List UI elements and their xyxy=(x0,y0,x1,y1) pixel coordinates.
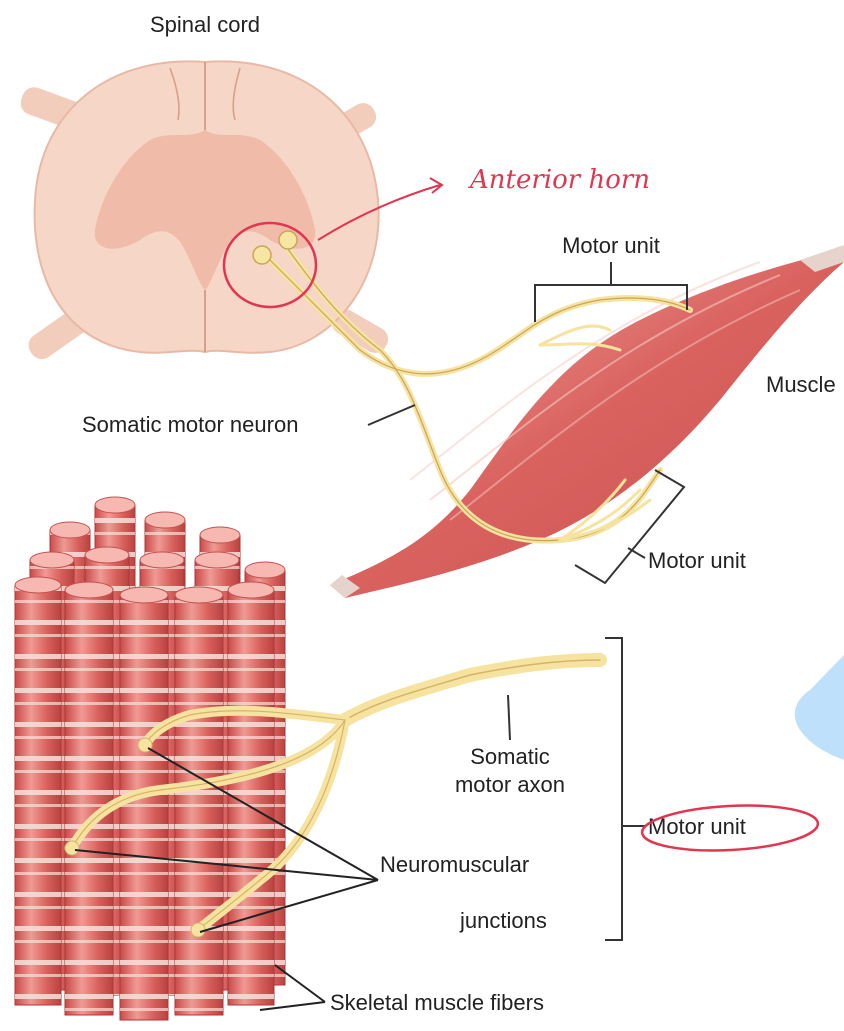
somatic-motor-axon-label-line1: Somatic xyxy=(470,744,549,769)
spinal-cord xyxy=(17,61,392,363)
muscle-fiber-end xyxy=(145,512,185,528)
muscle-fiber-striations xyxy=(120,595,168,1020)
neuromuscular-label-line2: junctions xyxy=(459,908,547,933)
muscle-fiber-end xyxy=(140,552,184,568)
somatic-motor-axon-label-line2: motor axon xyxy=(455,772,565,797)
motor-unit-bracket-right xyxy=(605,638,645,940)
motor-unit-top-label: Motor unit xyxy=(562,233,660,258)
muscle-fiber-end xyxy=(85,547,129,563)
blue-shape xyxy=(795,655,844,760)
muscle-fiber-striations xyxy=(175,595,223,1015)
muscle-fiber-end xyxy=(30,552,74,568)
muscle-fiber-end xyxy=(15,577,61,593)
muscle-fiber-end xyxy=(245,562,285,578)
skeletal-fibers-label: Skeletal muscle fibers xyxy=(330,990,544,1015)
muscle-fiber-striations xyxy=(15,585,61,1005)
muscle-fiber-end xyxy=(175,587,223,603)
skeletal-muscle-fiber-bundle xyxy=(15,497,285,1020)
muscle-fiber-end xyxy=(65,582,113,598)
muscle-label: Muscle xyxy=(766,372,836,397)
muscle-fiber-end xyxy=(228,582,274,598)
neuromuscular-label-line1: Neuromuscular xyxy=(380,852,529,877)
somatic-motor-neuron-label: Somatic motor neuron xyxy=(82,412,298,437)
muscle-fiber-striations xyxy=(65,590,113,1015)
muscle-fiber-end xyxy=(195,552,239,568)
muscle-fiber-end xyxy=(95,497,135,513)
motor-unit-right-label: Motor unit xyxy=(648,548,746,573)
muscle-fiber-end xyxy=(120,587,168,603)
muscle-fiber-end xyxy=(50,522,90,538)
muscle-belly xyxy=(330,245,844,598)
spinal-cord-label: Spinal cord xyxy=(150,12,260,37)
anterior-horn-note: Anterior horn xyxy=(468,165,650,195)
muscle-fiber-end xyxy=(200,527,240,543)
